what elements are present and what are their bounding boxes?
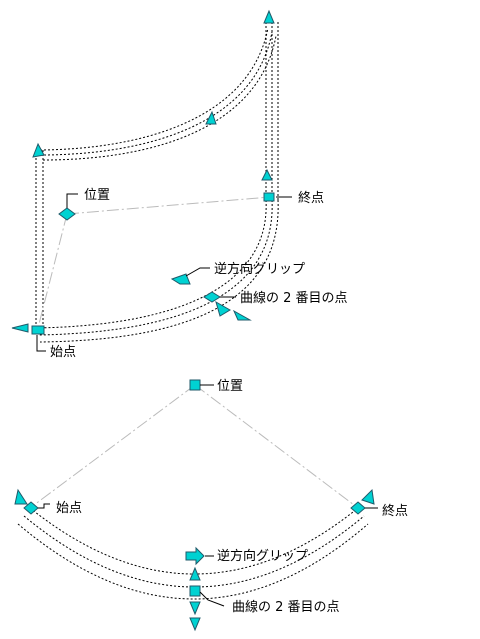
lower-up-arrow-grip[interactable] bbox=[189, 566, 201, 581]
lower-location-grip[interactable] bbox=[189, 379, 201, 391]
upper-flip-grip[interactable] bbox=[170, 273, 191, 285]
upper-end-point-grip[interactable] bbox=[263, 192, 275, 202]
upper-flip-grip-label: 逆方向グリップ bbox=[214, 261, 305, 277]
upper-wall-top-arc bbox=[35, 27, 277, 161]
lower-second-point-grip[interactable] bbox=[189, 585, 201, 597]
upper-wall-right-segment bbox=[265, 22, 279, 200]
lower-down-arrow-grip-1[interactable] bbox=[189, 601, 201, 616]
upper-left-arrow-grip[interactable] bbox=[32, 142, 45, 158]
lower-start-point-label: 始点 bbox=[56, 501, 82, 516]
upper-start-arrow-grip[interactable] bbox=[11, 323, 29, 333]
lower-start-arrow-grip[interactable] bbox=[14, 488, 28, 505]
upper-second-point-label: 曲線の 2 番目の点 bbox=[240, 290, 348, 306]
lower-flip-grip-label: 逆方向グリップ bbox=[217, 548, 308, 564]
lower-leaders bbox=[38, 384, 378, 607]
lower-end-point-label: 終点 bbox=[382, 503, 408, 519]
upper-location-grip[interactable] bbox=[58, 207, 76, 221]
lower-end-arrow-grip[interactable] bbox=[361, 488, 375, 505]
upper-construction-lines bbox=[37, 196, 271, 329]
upper-wall-left-segment bbox=[35, 150, 44, 330]
upper-location-label: 位置 bbox=[84, 188, 110, 203]
lower-construction-lines bbox=[29, 384, 359, 509]
upper-start-point-label: 始点 bbox=[50, 345, 76, 360]
upper-mid-arc-arrow-grip[interactable] bbox=[205, 110, 217, 125]
lower-end-point-grip[interactable] bbox=[350, 501, 366, 515]
upper-flip-grip-lower-2[interactable] bbox=[232, 309, 252, 321]
lower-location-label: 位置 bbox=[217, 379, 243, 394]
lower-second-point-label: 曲線の 2 番目の点 bbox=[232, 599, 340, 615]
lower-view: 位置 始点 終点 逆方向グリップ 曲線の 2 番目の点 bbox=[14, 379, 408, 632]
upper-flip-grip-lower[interactable] bbox=[215, 300, 231, 317]
lower-start-point-grip[interactable] bbox=[23, 501, 39, 515]
upper-view: 位置 終点 逆方向グリップ 曲線の 2 番目の点 始点 bbox=[11, 9, 348, 360]
upper-leaders bbox=[36, 193, 292, 352]
upper-right-arrow-grip[interactable] bbox=[261, 168, 273, 181]
upper-end-point-label: 終点 bbox=[298, 190, 324, 206]
lower-down-arrow-grip-2[interactable] bbox=[189, 617, 201, 632]
upper-top-arrow-grip[interactable] bbox=[263, 9, 275, 24]
upper-second-point-grip[interactable] bbox=[203, 291, 221, 303]
lower-flip-grip[interactable] bbox=[185, 546, 205, 566]
upper-start-point-grip[interactable] bbox=[31, 325, 45, 335]
